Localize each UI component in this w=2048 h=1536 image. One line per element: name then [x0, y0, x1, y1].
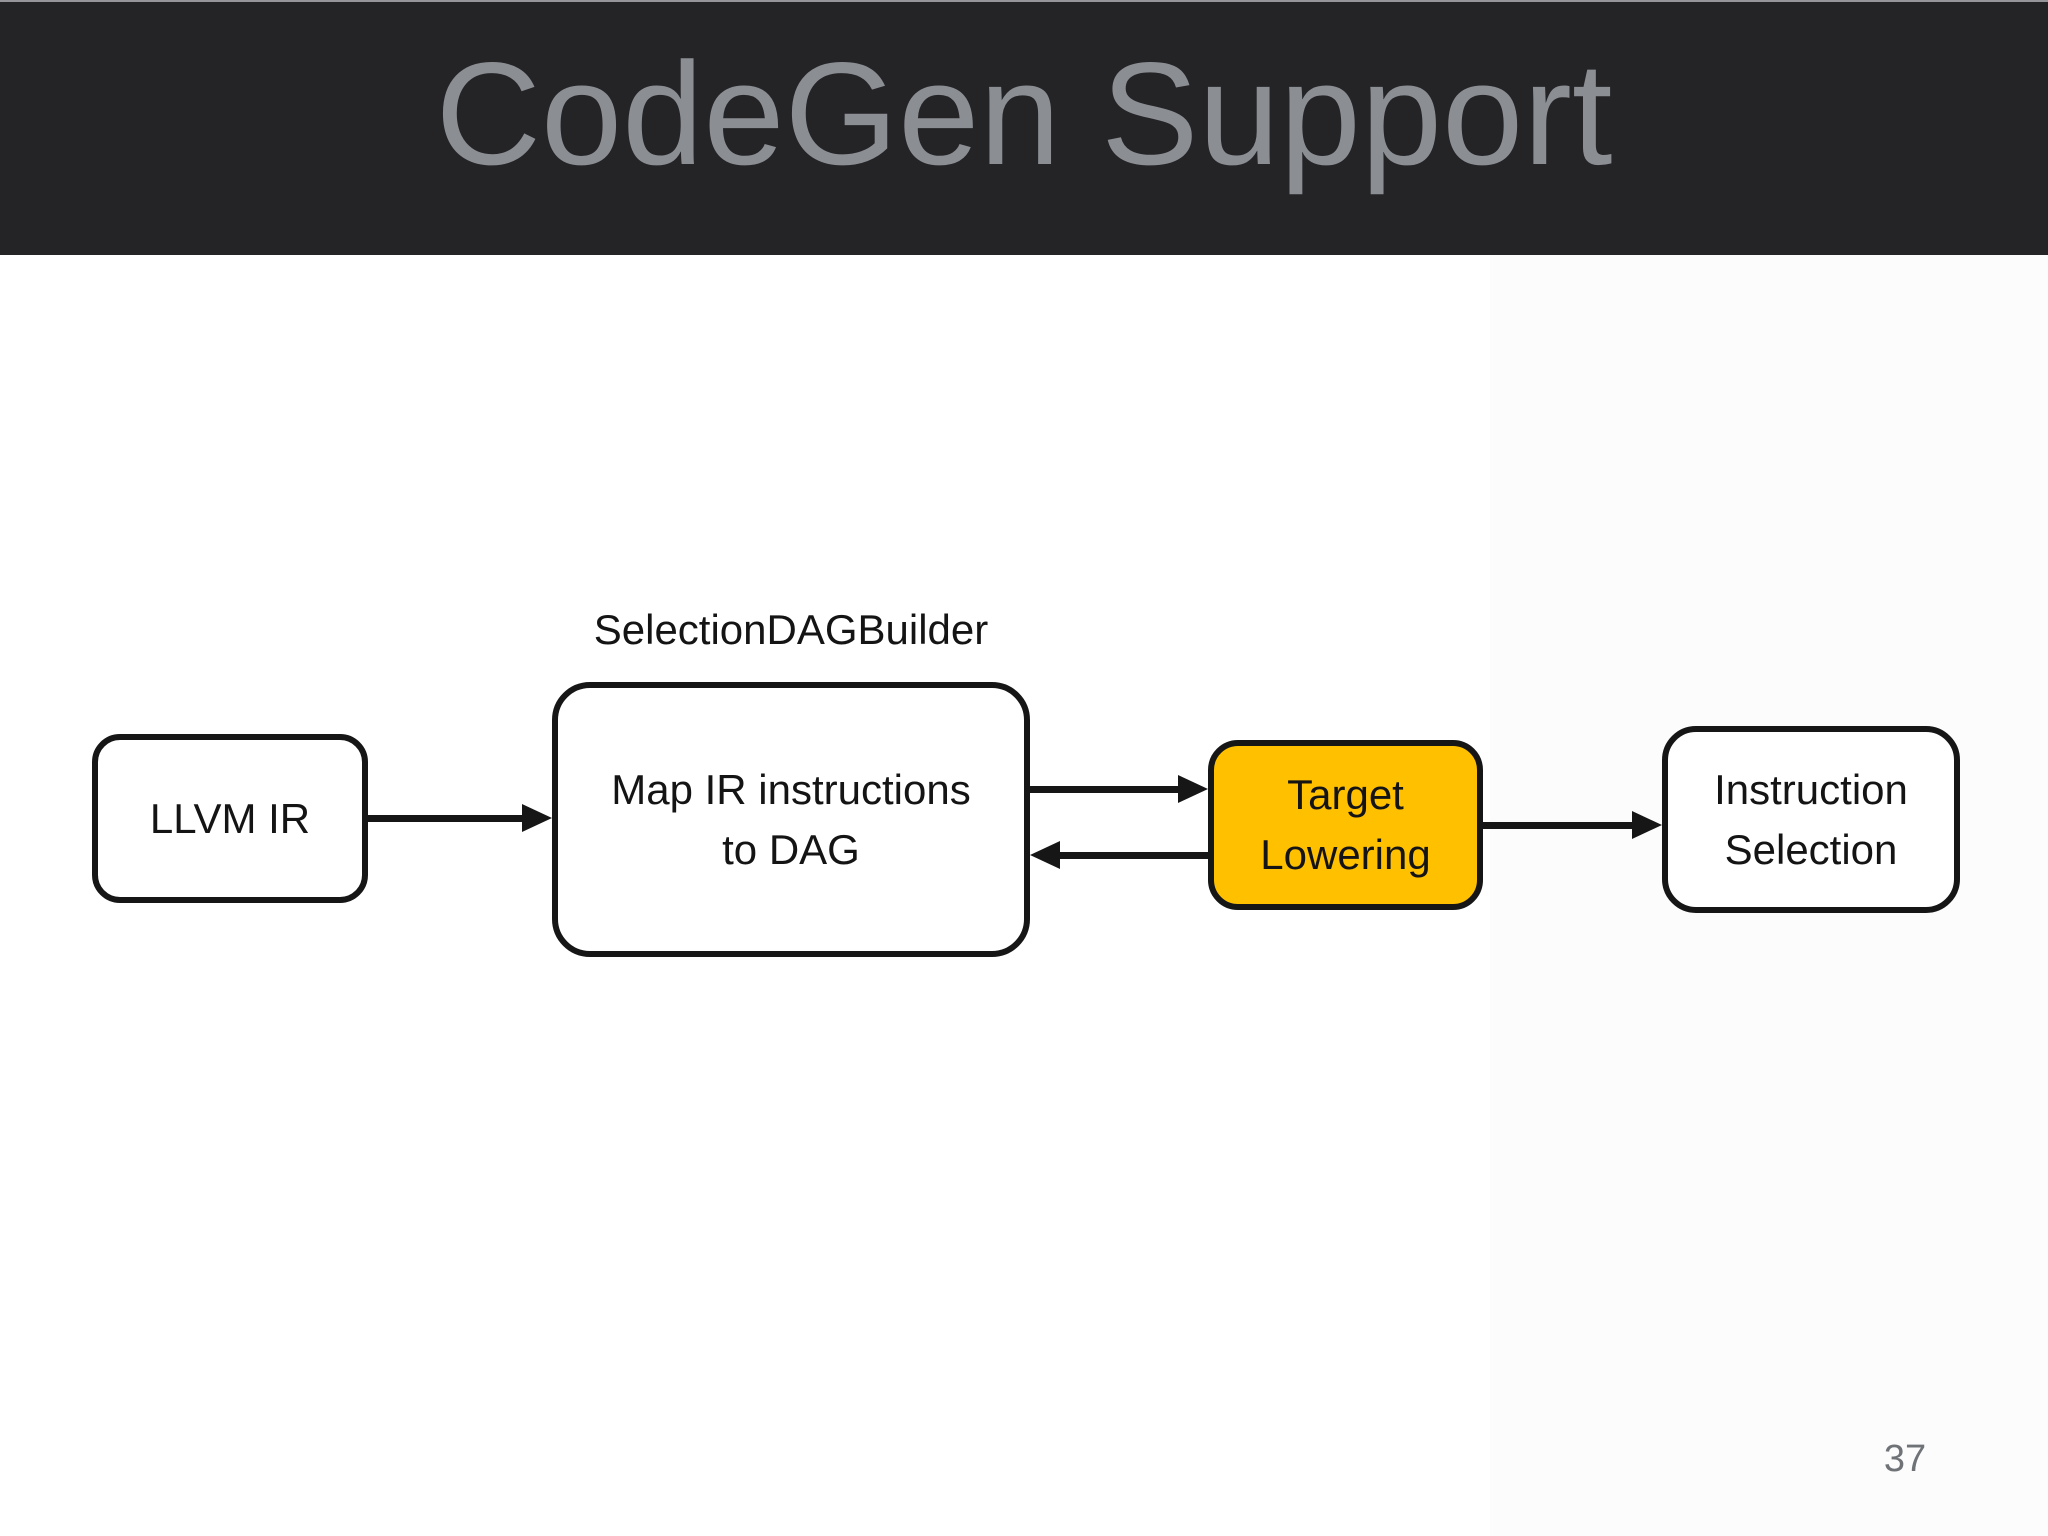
selectiondagbuilder-label: SelectionDAGBuilder [593, 606, 989, 653]
page-number: 37 [1883, 1438, 1927, 1480]
node-map-ir-to-dag: Map IR instructions to DAG [552, 682, 1030, 957]
node-llvm-ir: LLVM IR [92, 734, 368, 903]
node-target-lowering-label-line2: Lowering [1260, 831, 1431, 878]
node-map-ir-to-dag-label-line2: to DAG [722, 825, 860, 873]
slide-title: CodeGen Support [435, 32, 1613, 195]
node-target-lowering: Target Lowering [1208, 740, 1483, 910]
arrow-target-to-map-line [1058, 852, 1208, 859]
arrow-target-to-instruction-head-icon [1632, 811, 1662, 839]
node-instruction-selection-label-line2: Selection [1724, 825, 1898, 873]
node-llvm-ir-label: LLVM IR [149, 794, 311, 842]
node-instruction-selection: Instruction Selection [1662, 726, 1960, 913]
arrow-map-to-target-head-icon [1178, 775, 1208, 803]
arrow-target-to-instruction-line [1483, 822, 1634, 829]
arrow-target-to-map-head-icon [1030, 841, 1060, 869]
node-map-ir-to-dag-label-line1: Map IR instructions [611, 765, 971, 813]
arrow-llvm-to-map-line [368, 815, 524, 822]
node-target-lowering-label-line1: Target [1287, 771, 1404, 818]
node-instruction-selection-label-line1: Instruction [1714, 765, 1908, 813]
arrow-map-to-target-line [1030, 786, 1180, 793]
header-bar: CodeGen Support [0, 0, 2048, 255]
arrow-llvm-to-map-head-icon [522, 804, 552, 832]
